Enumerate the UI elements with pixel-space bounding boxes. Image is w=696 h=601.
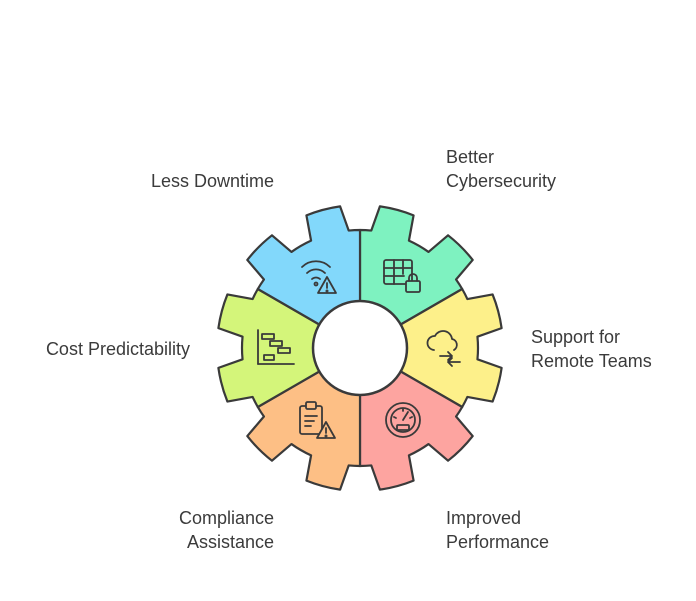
label-improved-performance: Improved Performance bbox=[446, 508, 550, 552]
label-better-cybersecurity: Better Cybersecurity bbox=[446, 147, 557, 191]
cloud-sync-icon bbox=[426, 330, 461, 367]
label-cost-predictability: Cost Predictability bbox=[45, 339, 190, 359]
clipboard-warning-icon bbox=[299, 401, 336, 439]
gear-hub bbox=[311, 299, 409, 397]
gantt-chart-icon bbox=[257, 329, 295, 365]
wifi-warning-icon bbox=[301, 260, 337, 294]
label-support-for-remote-teams: Support for Remote Teams bbox=[531, 327, 652, 371]
database-lock-icon bbox=[383, 259, 421, 293]
speedometer-icon bbox=[385, 402, 421, 438]
label-less-downtime: Less Downtime bbox=[150, 171, 274, 191]
label-compliance-assistance: Compliance Assistance bbox=[178, 508, 274, 552]
